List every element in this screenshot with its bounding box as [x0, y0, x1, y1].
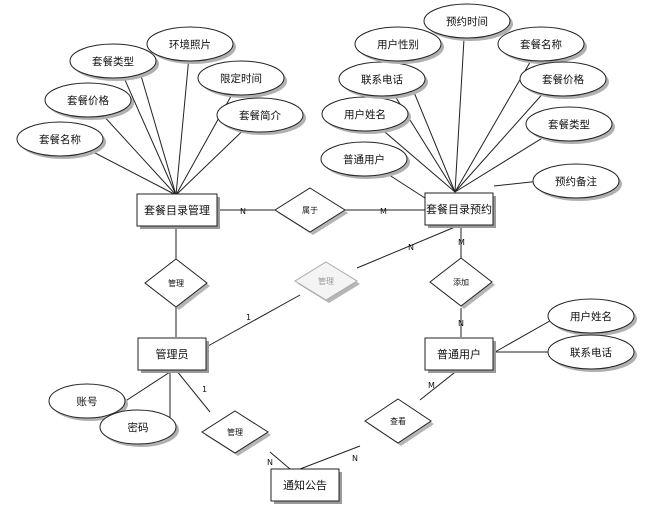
- attribute-套餐名称-right: 套餐名称: [497, 26, 587, 64]
- entity-package-catalog-mgmt: 套餐目录管理: [136, 193, 220, 229]
- attr-label: 套餐价格: [542, 73, 584, 86]
- cardinality-label: N: [408, 243, 414, 252]
- rel-label: 管理: [168, 278, 184, 288]
- relationship-manage-left: 管理: [144, 258, 210, 310]
- rel-label: 查看: [390, 416, 406, 426]
- attr-label: 环境照片: [169, 38, 211, 51]
- connector-lines: [69, 21, 566, 470]
- cardinality-label: 1: [246, 313, 251, 322]
- attribute-预约备注: 预约备注: [532, 163, 622, 201]
- entity-regular-user: 普通用户: [424, 337, 496, 373]
- entity-notice: 通知公告: [270, 468, 342, 504]
- rel-label: 属于: [302, 206, 318, 215]
- cardinality-labels: N M 1 N M N 1 N N M: [202, 207, 465, 467]
- attribute-套餐类型-left: 套餐类型: [69, 43, 159, 81]
- entity-label: 套餐目录管理: [144, 203, 210, 217]
- attr-label: 联系电话: [570, 346, 612, 359]
- attribute-套餐价格-right: 套餐价格: [519, 61, 609, 99]
- relationship-belongs-to: 属于: [274, 187, 348, 235]
- entity-label: 通知公告: [283, 478, 327, 492]
- entity-label: 套餐目录预约: [426, 202, 492, 216]
- attribute-预约时间: 预约时间: [423, 3, 513, 41]
- attribute-套餐价格-left: 套餐价格: [44, 82, 134, 120]
- attr-label: 普通用户: [343, 153, 385, 166]
- attr-label: 联系电话: [361, 73, 403, 86]
- entity-admin: 管理员: [137, 337, 209, 373]
- attribute-用户姓名-top: 用户姓名: [321, 96, 411, 134]
- cardinality-label: N: [267, 458, 273, 467]
- cardinality-label: N: [240, 207, 246, 216]
- cardinality-label: M: [458, 238, 465, 247]
- attr-label: 套餐名称: [39, 133, 81, 146]
- attribute-套餐简介: 套餐简介: [216, 97, 306, 135]
- attr-label: 套餐类型: [92, 55, 134, 68]
- attr-label: 限定时间: [220, 72, 262, 85]
- attribute-限定时间: 限定时间: [197, 60, 287, 98]
- attribute-套餐名称-left: 套餐名称: [16, 121, 106, 159]
- attr-label: 密码: [128, 421, 149, 434]
- attribute-套餐类型-right: 套餐类型: [525, 106, 615, 144]
- cardinality-label: M: [380, 207, 387, 216]
- relationship-view: 查看: [364, 398, 434, 446]
- attr-label: 套餐简介: [239, 109, 281, 122]
- attr-label: 套餐类型: [548, 118, 590, 131]
- relationship-add: 添加: [429, 257, 495, 309]
- attribute-环境照片: 环境照片: [146, 26, 236, 64]
- attr-label: 预约时间: [446, 15, 488, 28]
- attr-label: 预约备注: [555, 175, 597, 188]
- entity-package-catalog-booking: 套餐目录预约: [424, 192, 496, 228]
- attribute-联系电话-top: 联系电话: [338, 61, 428, 99]
- attribute-账号: 账号: [48, 383, 128, 421]
- rel-label: 添加: [453, 277, 469, 287]
- cardinality-label: M: [428, 381, 435, 390]
- attribute-密码: 密码: [99, 409, 179, 447]
- relationship-manage-center: 管理: [294, 261, 360, 303]
- entity-label: 普通用户: [437, 347, 481, 361]
- rel-label: 管理: [227, 427, 243, 437]
- attr-label: 用户姓名: [344, 108, 386, 121]
- attr-label: 账号: [77, 396, 98, 408]
- rel-label: 管理: [318, 276, 334, 286]
- attr-label: 套餐名称: [520, 38, 562, 51]
- cardinality-label: N: [458, 319, 464, 328]
- attribute-普通用户-right: 普通用户: [320, 141, 410, 179]
- entity-label: 管理员: [156, 347, 189, 361]
- attr-label: 用户姓名: [570, 310, 612, 323]
- attribute-联系电话-user: 联系电话: [547, 334, 637, 372]
- cardinality-label: N: [352, 454, 358, 463]
- attribute-用户性别: 用户性别: [354, 26, 444, 64]
- attribute-用户姓名-user: 用户姓名: [547, 298, 637, 336]
- relationship-manage-notice: 管理: [201, 410, 271, 456]
- attr-label: 用户性别: [377, 38, 419, 51]
- cardinality-label: 1: [202, 385, 207, 394]
- attr-label: 套餐价格: [67, 94, 109, 107]
